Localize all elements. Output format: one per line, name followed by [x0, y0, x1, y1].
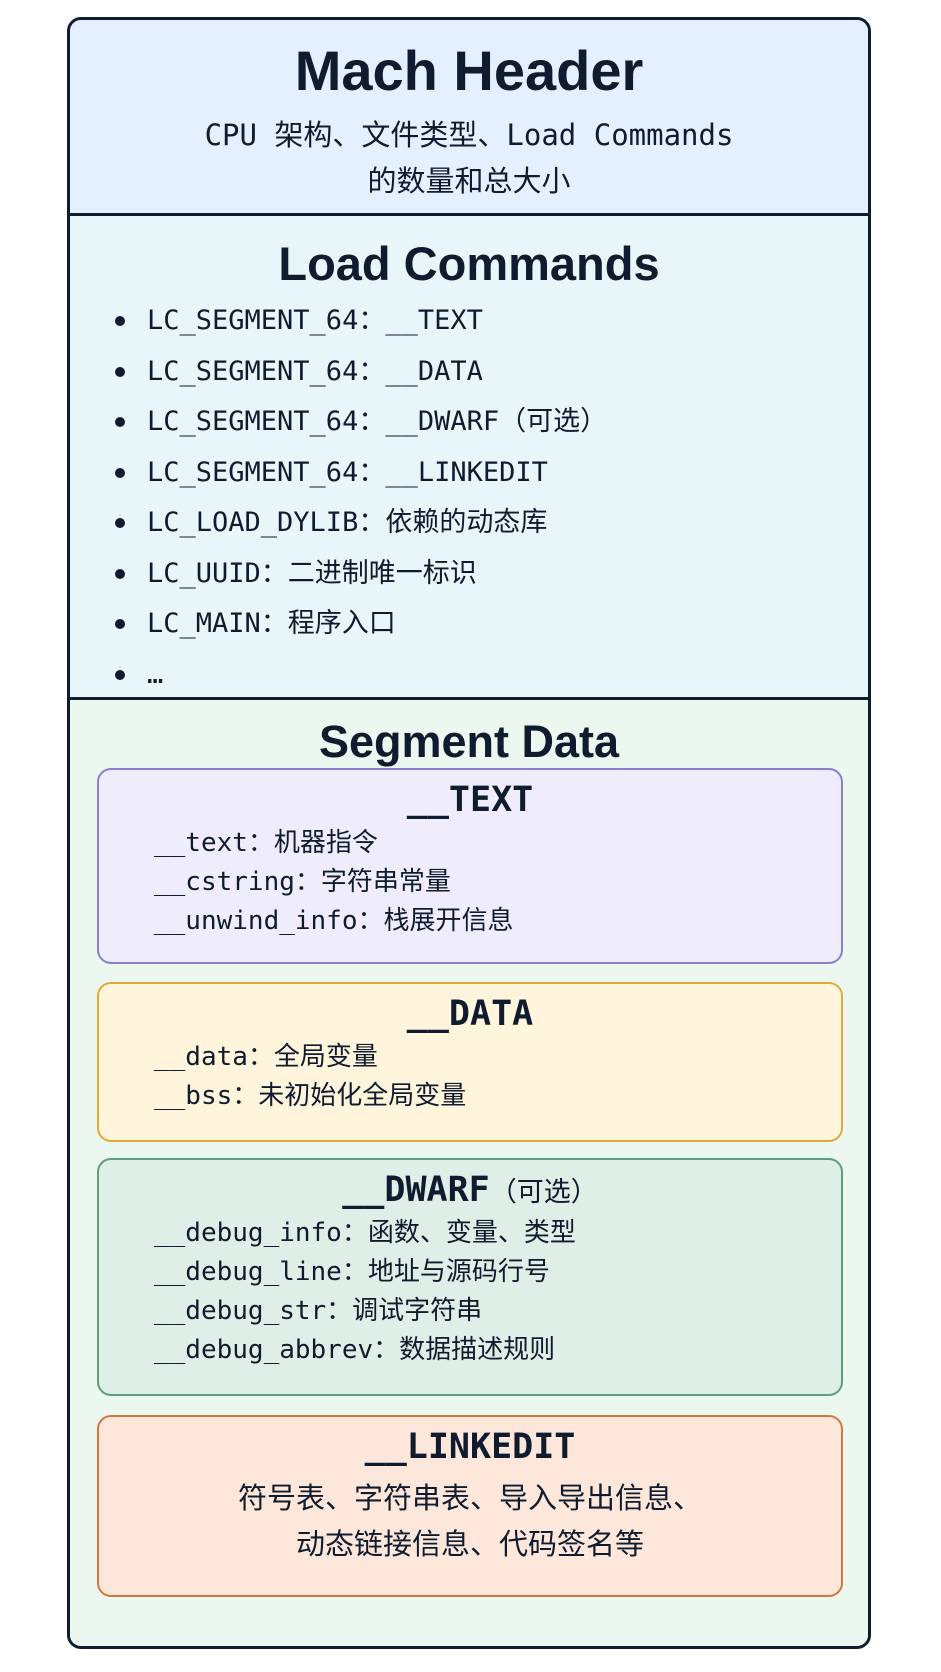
data-segment-box: __DATA __data：全局变量 __bss：未初始化全局变量 — [97, 982, 843, 1142]
load-command-item: LC_SEGMENT_64：__TEXT — [115, 296, 607, 347]
section-entry: __debug_abbrev：数据描述规则 — [154, 1335, 556, 1365]
load-command-item: LC_MAIN：程序入口 — [115, 599, 607, 650]
text-segment-title: __TEXT — [406, 780, 534, 820]
load-command-item: LC_SEGMENT_64：__DWARF（可选） — [115, 397, 607, 448]
mach-header-title: Mach Header — [294, 39, 644, 102]
section-entry: __unwind_info：栈展开信息 — [154, 906, 514, 936]
load-command-item: LC_SEGMENT_64：__LINKEDIT — [115, 448, 607, 499]
section-entry: __debug_str：调试字符串 — [154, 1296, 483, 1326]
dwarf-segment-heading: __DWARF（可选） — [99, 1170, 841, 1210]
segment-data-section: Segment Data __TEXT __text：机器指令 __cstrin… — [70, 700, 868, 1646]
dwarf-optional-note: （可选） — [489, 1177, 598, 1208]
section-entry: __text：机器指令 — [154, 828, 378, 858]
dwarf-segment-box: __DWARF（可选） __debug_info：函数、变量、类型 __debu… — [97, 1158, 843, 1396]
segment-data-title: Segment Data — [318, 716, 620, 767]
dwarf-segment-title: __DWARF — [342, 1170, 490, 1210]
mach-header-desc-line-1: CPU 架构、文件类型、Load Commands — [204, 118, 734, 152]
linkedit-description: 符号表、字符串表、导入导出信息、 动态链接信息、代码签名等 — [99, 1475, 841, 1567]
macho-layout-diagram: Mach Header CPU 架构、文件类型、Load Commands 的数… — [67, 17, 871, 1649]
dwarf-segment-sections: __debug_info：函数、变量、类型 __debug_line：地址与源码… — [154, 1214, 576, 1370]
mach-header-desc-line-2: 的数量和总大小 — [367, 164, 571, 198]
load-commands-list: LC_SEGMENT_64：__TEXT LC_SEGMENT_64：__DAT… — [115, 296, 607, 700]
mach-header-section: Mach Header CPU 架构、文件类型、Load Commands 的数… — [70, 20, 868, 216]
section-entry: __cstring：字符串常量 — [154, 867, 451, 897]
text-segment-sections: __text：机器指令 __cstring：字符串常量 __unwind_inf… — [154, 824, 514, 941]
section-entry: __debug_line：地址与源码行号 — [154, 1257, 550, 1287]
text-segment-box: __TEXT __text：机器指令 __cstring：字符串常量 __unw… — [97, 768, 843, 964]
data-segment-title: __DATA — [406, 994, 534, 1034]
load-command-item: … — [115, 650, 607, 701]
load-command-item: LC_SEGMENT_64：__DATA — [115, 347, 607, 398]
linkedit-desc-line-1: 符号表、字符串表、导入导出信息、 — [237, 1481, 702, 1515]
linkedit-segment-title: __LINKEDIT — [364, 1427, 576, 1467]
linkedit-segment-box: __LINKEDIT 符号表、字符串表、导入导出信息、 动态链接信息、代码签名等 — [97, 1415, 843, 1597]
load-command-item: LC_LOAD_DYLIB：依赖的动态库 — [115, 498, 607, 549]
linkedit-desc-line-2: 动态链接信息、代码签名等 — [295, 1527, 644, 1561]
section-entry: __data：全局变量 — [154, 1042, 378, 1072]
section-entry: __debug_info：函数、变量、类型 — [154, 1218, 576, 1248]
load-command-item: LC_UUID：二进制唯一标识 — [115, 549, 607, 600]
data-segment-sections: __data：全局变量 __bss：未初始化全局变量 — [154, 1038, 466, 1116]
load-commands-title: Load Commands — [278, 237, 660, 290]
load-commands-section: Load Commands LC_SEGMENT_64：__TEXT LC_SE… — [70, 216, 868, 700]
section-entry: __bss：未初始化全局变量 — [154, 1081, 467, 1111]
mach-header-description: CPU 架构、文件类型、Load Commands 的数量和总大小 — [70, 112, 868, 204]
